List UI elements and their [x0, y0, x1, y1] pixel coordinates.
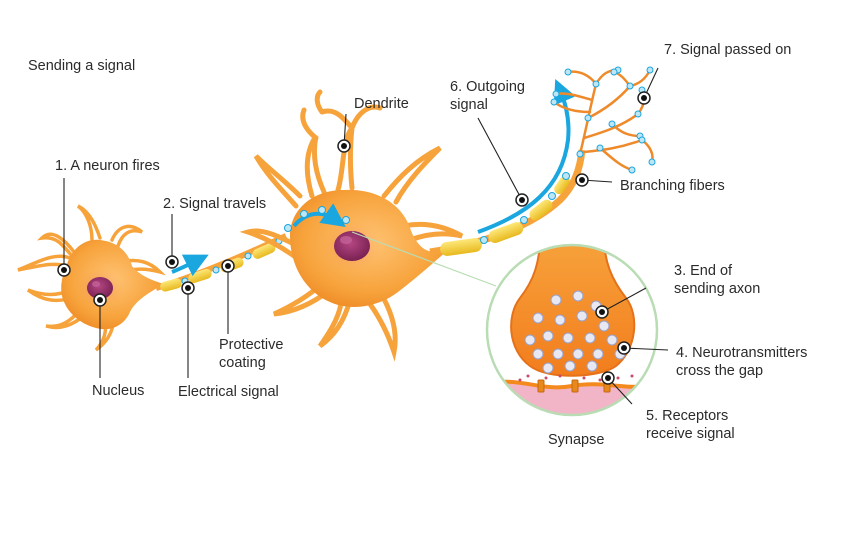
second-nucleus: [334, 231, 370, 261]
synapse-inset: [485, 243, 659, 417]
label-synapse: Synapse: [548, 432, 605, 448]
second-neuron-dendrites: [239, 89, 464, 362]
label-outgoing-line2: signal: [450, 97, 488, 113]
label-end-axon-line1: 3. End of: [674, 263, 733, 279]
first-neuron-dendrites: [17, 204, 167, 352]
label-branching-fibers: Branching fibers: [620, 178, 725, 194]
label-protective-coating: Protective coating: [219, 336, 283, 372]
label-receptors: 5. Receptors receive signal: [646, 407, 735, 443]
dendrite-signal-arrow: [292, 203, 346, 228]
zoom-connector-line: [351, 231, 497, 287]
second-axon-myelin: [440, 175, 570, 256]
label-receptors-line2: receive signal: [646, 426, 735, 442]
label-neuron-fires: 1. A neuron fires: [55, 158, 160, 174]
axon-terminal: [510, 245, 636, 377]
label-neuro-line1: 4. Neurotransmitters: [676, 345, 808, 361]
label-end-axon-line2: sending axon: [674, 281, 761, 297]
label-end-axon: 3. End of sending axon: [674, 262, 760, 298]
label-markers: [57, 91, 651, 385]
signal-travels-arrow: [171, 254, 209, 277]
label-receptors-line1: 5. Receptors: [646, 408, 729, 424]
label-signal-travels: 2. Signal travels: [163, 196, 267, 212]
label-signal-passed-on: 7. Signal passed on: [664, 42, 792, 58]
second-neuron: [239, 89, 464, 362]
label-nucleus: Nucleus: [92, 383, 145, 399]
page-title: Sending a signal: [28, 58, 136, 74]
label-neuro-line2: cross the gap: [676, 363, 764, 379]
label-dendrite: Dendrite: [354, 96, 409, 112]
label-outgoing-signal: 6. Outgoing signal: [450, 78, 525, 114]
label-outgoing-line1: 6. Outgoing: [450, 79, 525, 95]
first-neuron: [17, 204, 167, 352]
neurotransmitter-dots: [518, 374, 634, 382]
leader-lines: [63, 67, 669, 405]
label-neurotransmitters: 4. Neurotransmitters cross the gap: [676, 344, 807, 380]
label-protective-line2: coating: [219, 355, 266, 371]
label-electrical-signal: Electrical signal: [178, 384, 279, 400]
label-protective-line1: Protective: [219, 337, 284, 353]
